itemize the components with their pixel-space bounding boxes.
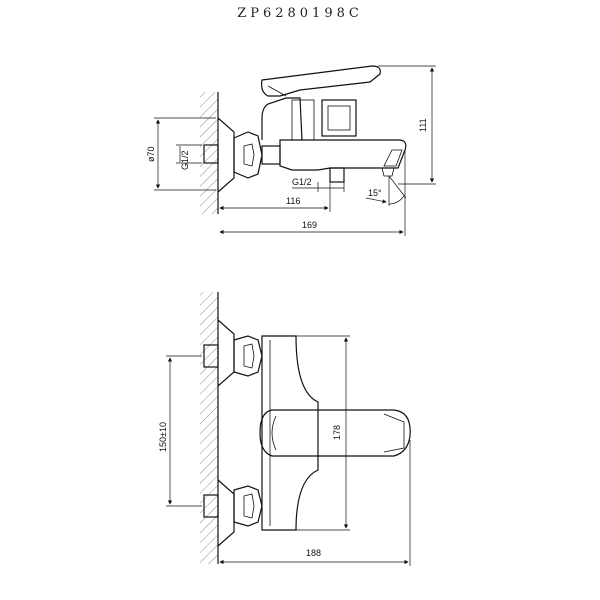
top-spout-tip <box>383 413 405 453</box>
side-wall-hatch <box>200 92 218 214</box>
side-arm <box>261 145 281 165</box>
top-nut-lower <box>233 485 263 527</box>
side-nut <box>233 131 263 179</box>
side-angle-label: 15° <box>368 188 382 198</box>
top-nut-detail-upper <box>243 343 255 369</box>
side-reach-label: 116 <box>286 196 300 206</box>
side-aerator <box>381 167 395 177</box>
side-dia-label: ø70 <box>146 146 156 162</box>
side-depth-label: 169 <box>302 220 317 230</box>
side-spout-body <box>279 139 407 171</box>
side-column <box>291 99 315 141</box>
model-number: ZP6280198C <box>237 6 363 21</box>
top-depth-label: 188 <box>306 548 321 558</box>
side-escutcheon <box>217 117 235 193</box>
side-view: ø70 G1/2 G1/2 116 15° 169 111 <box>146 65 436 236</box>
side-angle-leader <box>365 197 387 204</box>
side-height-label: 111 <box>418 118 428 132</box>
side-cartridge-inner <box>327 105 351 131</box>
top-width-label: 178 <box>332 425 342 440</box>
side-nut-detail <box>243 143 255 167</box>
top-spout-detail <box>271 415 277 451</box>
top-nut-upper <box>233 335 263 377</box>
side-spout-tip <box>383 149 403 167</box>
side-angle-arc <box>388 195 405 205</box>
top-wall-hatch <box>200 292 218 564</box>
top-centers-label: 150±10 <box>158 422 168 452</box>
side-inlet-thread-label: G1/2 <box>180 150 190 170</box>
top-escutcheon-lower <box>217 479 235 547</box>
top-escutcheon-upper <box>217 319 235 387</box>
top-stub-lower <box>203 494 219 518</box>
side-diverter-knob <box>329 167 345 183</box>
top-body <box>261 335 319 531</box>
side-lever-detail <box>267 85 287 97</box>
side-upper-body <box>261 97 303 141</box>
top-spout <box>259 409 411 457</box>
top-nut-detail-lower <box>243 493 255 519</box>
side-lever-handle <box>261 65 381 97</box>
top-view: 150±10 178 188 <box>158 292 411 566</box>
side-angle-ray <box>388 175 407 199</box>
side-inlet-stub <box>203 144 219 164</box>
top-stub-upper <box>203 344 219 368</box>
side-outlet-thread-label: G1/2 <box>292 177 312 187</box>
side-cartridge-block <box>321 99 357 137</box>
